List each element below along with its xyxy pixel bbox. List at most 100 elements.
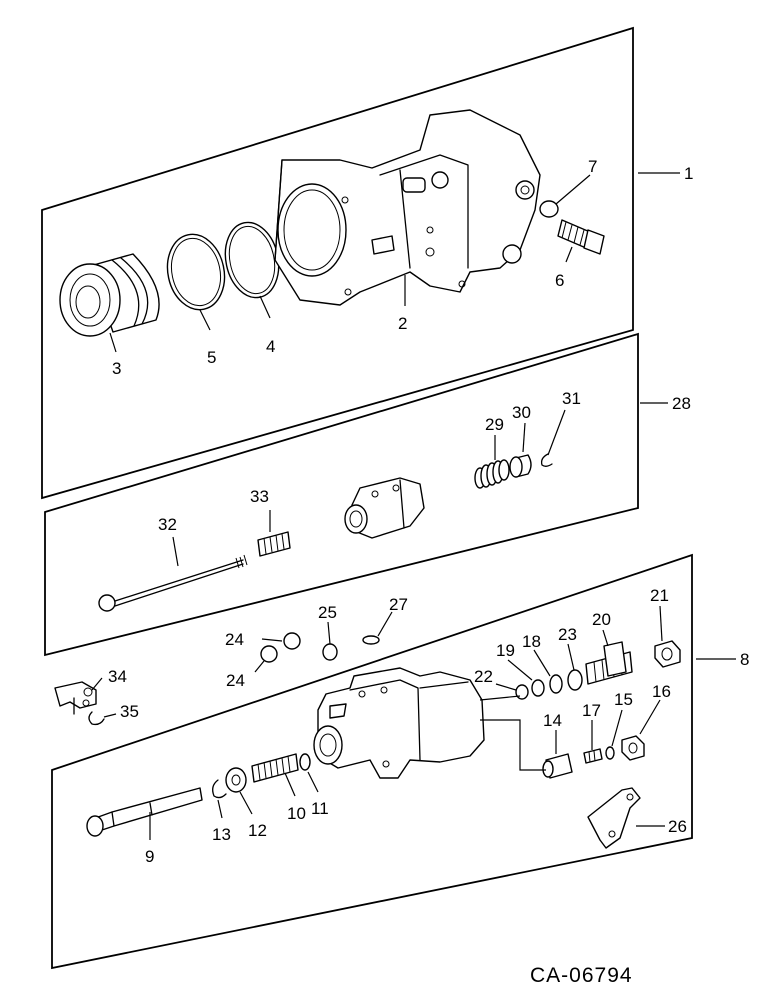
callout-4: 4 xyxy=(266,337,275,356)
callout-35: 35 xyxy=(120,702,139,721)
leader-32 xyxy=(172,536,179,567)
bracket-26 xyxy=(587,787,641,849)
panel-control-valve-group xyxy=(51,553,736,970)
loose-parts xyxy=(54,611,393,726)
leader-22 xyxy=(495,683,517,691)
leader-13 xyxy=(217,799,223,819)
relief-valve-20 xyxy=(585,641,633,685)
callout-24-lower: 24 xyxy=(226,671,245,690)
figure-code: CA-06794 xyxy=(530,964,633,987)
callout-17: 17 xyxy=(582,701,601,720)
callout-32: 32 xyxy=(158,515,177,534)
callout-8: 8 xyxy=(740,650,749,669)
callout-1: 1 xyxy=(684,164,693,183)
leader-34 xyxy=(91,677,103,691)
leader-18 xyxy=(533,649,551,677)
leader-25 xyxy=(327,621,331,645)
valve-spool-9 xyxy=(86,787,203,837)
callout-3: 3 xyxy=(112,359,121,378)
leader-15 xyxy=(611,709,623,747)
valve-housing-part xyxy=(274,109,541,306)
callout-33: 33 xyxy=(250,487,269,506)
callout-31: 31 xyxy=(562,389,581,408)
callout-16: 16 xyxy=(652,682,671,701)
leader-6 xyxy=(565,246,573,263)
o-ring-23 xyxy=(567,669,583,691)
plug-30 xyxy=(509,454,532,478)
callout-6: 6 xyxy=(555,271,564,290)
snap-ring-31 xyxy=(540,453,553,467)
clip-35 xyxy=(88,711,105,726)
callout-29: 29 xyxy=(485,415,504,434)
leader-20 xyxy=(602,629,609,647)
panel-housing-group xyxy=(41,26,680,500)
leader-24a xyxy=(261,638,283,642)
leader-16 xyxy=(639,699,661,735)
passage-line xyxy=(479,695,546,771)
spring-10 xyxy=(251,753,299,783)
o-ring-22 xyxy=(515,684,529,700)
callout-2: 2 xyxy=(398,314,407,333)
leader-23 xyxy=(567,643,575,671)
callout-24-upper: 24 xyxy=(225,630,244,649)
callout-12: 12 xyxy=(248,821,267,840)
callout-7: 7 xyxy=(588,157,597,176)
o-ring-18 xyxy=(549,674,563,694)
callout-23: 23 xyxy=(558,625,577,644)
piston-part xyxy=(59,253,160,337)
panel-spring-group xyxy=(44,332,668,657)
leader-4 xyxy=(259,295,271,319)
poppet-14 xyxy=(542,753,573,779)
spring-33 xyxy=(257,531,291,557)
leader-35 xyxy=(103,713,117,718)
leader-11 xyxy=(307,771,319,793)
washer-12 xyxy=(225,767,247,793)
leader-5 xyxy=(199,309,211,331)
callout-20: 20 xyxy=(592,610,611,629)
o-ring-7 xyxy=(539,200,559,218)
callout-34: 34 xyxy=(108,667,127,686)
washer-24a xyxy=(283,632,301,650)
callout-21: 21 xyxy=(650,586,669,605)
callout-5: 5 xyxy=(207,348,216,367)
leader-12 xyxy=(239,791,253,815)
seal-ring-5 xyxy=(166,233,226,311)
control-rod-32 xyxy=(98,554,248,612)
callout-28: 28 xyxy=(672,394,691,413)
leader-30 xyxy=(522,422,526,453)
panel-28-outline xyxy=(44,332,639,657)
spool-valve-body xyxy=(344,477,425,539)
plug-16 xyxy=(621,735,645,761)
spring-29 xyxy=(474,459,510,489)
lever-34 xyxy=(54,681,97,715)
o-ring-19 xyxy=(531,679,545,697)
adjusting-fitting-6 xyxy=(557,219,605,255)
callout-10: 10 xyxy=(287,804,306,823)
leader-10 xyxy=(284,772,296,797)
callout-18: 18 xyxy=(522,632,541,651)
callout-27: 27 xyxy=(389,595,408,614)
leader-21 xyxy=(659,605,663,642)
callout-15: 15 xyxy=(614,690,633,709)
leader-27 xyxy=(377,611,393,637)
callout-25: 25 xyxy=(318,603,337,622)
control-valve-body xyxy=(313,667,485,779)
ring-11 xyxy=(299,753,311,771)
ring-15 xyxy=(605,746,615,760)
callout-11: 11 xyxy=(311,799,329,818)
leader-3 xyxy=(109,332,117,353)
leader-31 xyxy=(547,409,566,456)
callout-26: 26 xyxy=(668,817,687,836)
callout-19: 19 xyxy=(496,641,515,660)
o-ring-27 xyxy=(362,635,380,645)
washer-24b xyxy=(260,645,278,663)
callout-9: 9 xyxy=(145,847,154,866)
spring-17 xyxy=(583,748,603,764)
callout-14: 14 xyxy=(543,711,562,730)
washer-25 xyxy=(322,643,338,661)
callout-labels: 1 2 3 4 5 6 7 8 9 10 11 12 13 14 15 16 1… xyxy=(108,157,749,866)
snap-ring-13 xyxy=(212,779,227,799)
callout-13: 13 xyxy=(212,825,231,844)
